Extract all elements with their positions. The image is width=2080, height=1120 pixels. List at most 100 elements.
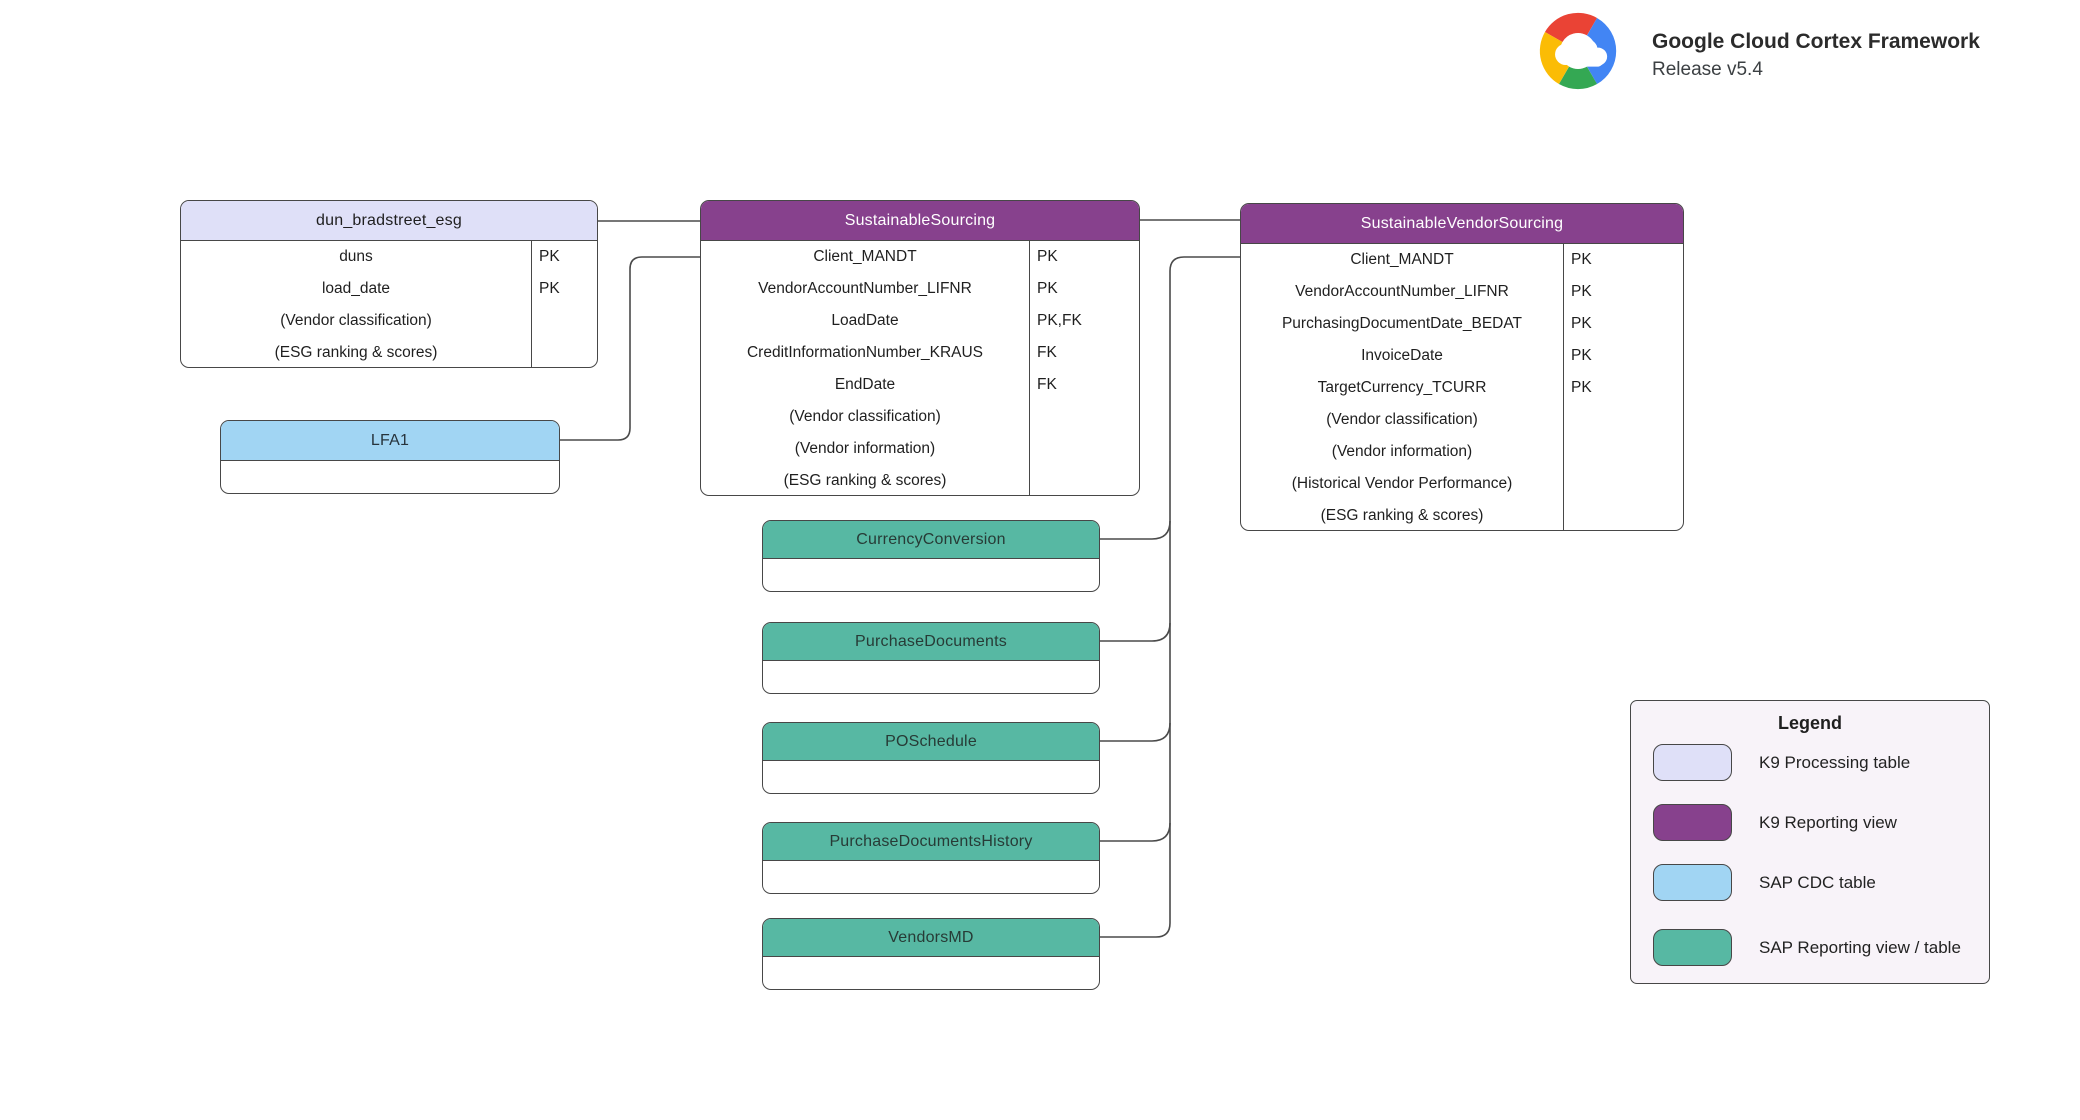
table-dun-bradstreet-esg: dun_bradstreet_esg duns PK load_date PK … [180,200,598,368]
legend-item: SAP CDC table [1653,864,1876,901]
legend-label: K9 Processing table [1759,752,1911,772]
field-name: (Vendor classification) [1326,411,1478,428]
field-key: PK [1571,379,1592,396]
field-key: FK [1037,376,1057,393]
field-name: Client_MANDT [1350,251,1454,268]
logo-yellow-arc [1539,31,1570,85]
table-row: InvoiceDate PK [1241,340,1683,372]
table-row: (ESG ranking & scores) [701,465,1139,495]
table-row: VendorAccountNumber_LIFNR PK [701,273,1139,305]
legend-label: K9 Reporting view [1759,812,1897,832]
table-row: CreditInformationNumber_KRAUS FK [701,337,1139,369]
field-key: PK [1037,248,1058,265]
field-key: PK [1037,280,1058,297]
legend-title: Legend [1777,713,1842,733]
field-name: (Vendor classification) [280,312,432,329]
field-name: (Vendor information) [1331,443,1473,460]
field-name: load_date [321,280,391,297]
table-po-schedule: POSchedule [762,722,1100,794]
table-row: (Vendor classification) [181,305,597,337]
edge-trunk-vendorsmd [1100,256,1240,938]
field-key: PK [1571,251,1592,268]
table-row: (ESG ranking & scores) [181,337,597,367]
table-header: dun_bradstreet_esg [181,201,597,241]
table-vendors-md: VendorsMD [762,918,1100,990]
edge-lfa1-sustainablesourcing [560,256,700,441]
table-header: POSchedule [763,723,1099,761]
table-header: VendorsMD [763,919,1099,957]
logo-blue-arc [1586,17,1617,85]
field-name: (ESG ranking & scores) [1320,507,1484,524]
legend-swatch-k9-processing [1653,744,1732,781]
table-row: Client_MANDT PK [701,241,1139,273]
field-name: LoadDate [831,312,899,329]
edge-purchasedocuments-trunk [1100,622,1171,642]
table-currency-conversion: CurrencyConversion [762,520,1100,592]
empty-body [763,559,1099,591]
edge-purchasedocumentshistory-trunk [1100,822,1171,842]
key-column-divider [1563,244,1564,530]
empty-body [763,861,1099,893]
field-name: (Historical Vendor Performance) [1291,475,1513,492]
table-row: load_date PK [181,273,597,305]
field-name: InvoiceDate [1361,347,1443,364]
field-key: PK,FK [1037,312,1082,329]
empty-body [763,761,1099,793]
field-name: PurchasingDocumentDate_BEDAT [1281,315,1523,332]
table-row: (Vendor classification) [1241,404,1683,436]
key-column-divider [531,241,532,367]
edge-poschedule-trunk [1100,722,1171,742]
field-name: VendorAccountNumber_LIFNR [1295,283,1509,300]
field-name: Client_MANDT [813,248,917,265]
legend-item: SAP Reporting view / table [1653,929,1961,966]
table-row: (Vendor information) [701,433,1139,465]
table-row: (Vendor classification) [701,401,1139,433]
table-row: PurchasingDocumentDate_BEDAT PK [1241,308,1683,340]
field-name: (ESG ranking & scores) [274,344,438,361]
table-row: TargetCurrency_TCURR PK [1241,372,1683,404]
legend-item: K9 Processing table [1653,744,1910,781]
table-lfa1: LFA1 [220,420,560,494]
edge-currencyconversion-trunk [1100,520,1171,540]
empty-body [763,957,1099,989]
table-purchase-documents-history: PurchaseDocumentsHistory [762,822,1100,894]
table-row: duns PK [181,241,597,273]
table-row: VendorAccountNumber_LIFNR PK [1241,276,1683,308]
table-row: (Vendor information) [1241,436,1683,468]
key-column-divider [1029,241,1030,495]
field-name: (ESG ranking & scores) [783,472,947,489]
logo-cloud-cutout [1555,39,1608,67]
field-key: PK [539,248,560,265]
field-key: PK [1571,283,1592,300]
table-row: EndDate FK [701,369,1139,401]
brand-subtitle: Release v5.4 [1652,59,1763,80]
legend-label: SAP CDC table [1759,872,1876,892]
table-sustainable-vendor-sourcing: SustainableVendorSourcing Client_MANDT P… [1240,203,1684,531]
legend-label: SAP Reporting view / table [1759,937,1961,957]
field-name: TargetCurrency_TCURR [1317,379,1487,396]
field-name: EndDate [834,376,896,393]
field-name: duns [339,248,373,265]
legend-swatch-sap-reporting [1653,929,1732,966]
field-name: (Vendor classification) [789,408,941,425]
empty-body [221,461,559,493]
empty-body [763,661,1099,693]
table-header: CurrencyConversion [763,521,1099,559]
field-key: FK [1037,344,1057,361]
field-key: PK [539,280,560,297]
table-header: LFA1 [221,421,559,461]
field-name: VendorAccountNumber_LIFNR [758,280,972,297]
table-row: LoadDate PK,FK [701,305,1139,337]
table-row: (ESG ranking & scores) [1241,500,1683,530]
field-name: (Vendor information) [794,440,936,457]
legend-swatch-sap-cdc [1653,864,1732,901]
table-header: PurchaseDocumentsHistory [763,823,1099,861]
legend-item: K9 Reporting view [1653,804,1897,841]
table-header: SustainableSourcing [701,201,1139,241]
legend-swatch-k9-reporting [1653,804,1732,841]
field-key: PK [1571,347,1592,364]
logo-green-arc [1558,66,1598,90]
table-header: PurchaseDocuments [763,623,1099,661]
table-row: (Historical Vendor Performance) [1241,468,1683,500]
